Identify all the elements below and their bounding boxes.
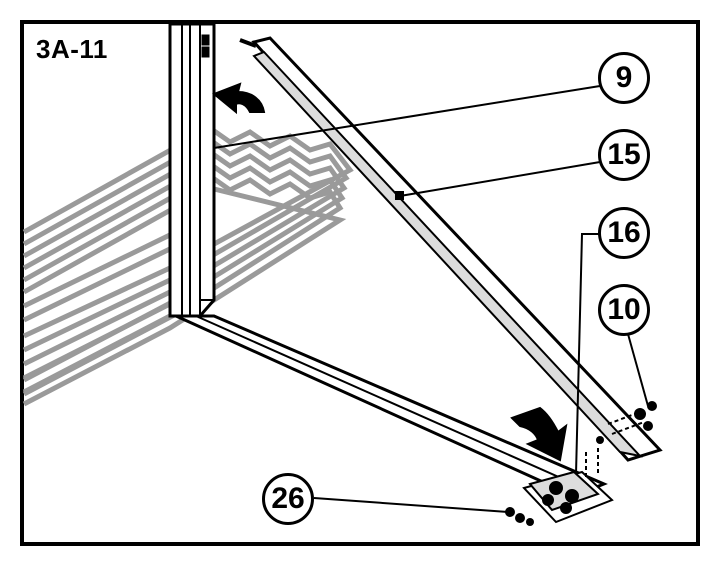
bottom-rail bbox=[175, 314, 608, 498]
callout-part-10: 10 bbox=[598, 284, 650, 336]
diagonal-brace bbox=[239, 36, 663, 462]
callout-part-15: 15 bbox=[598, 129, 650, 181]
base-bracket bbox=[522, 411, 645, 524]
step-number: 3A-11 bbox=[36, 34, 108, 64]
callout-part-26: 26 bbox=[262, 473, 314, 525]
hardware-26 bbox=[505, 507, 534, 526]
diagram-frame bbox=[20, 20, 700, 546]
corner-post bbox=[168, 22, 216, 318]
leader-lines bbox=[213, 85, 649, 513]
move-arrow-top bbox=[212, 82, 266, 115]
callout-part-16: 16 bbox=[598, 207, 650, 259]
callout-part-9: 9 bbox=[598, 52, 650, 104]
wall-panel bbox=[22, 125, 354, 407]
move-arrow-bottom bbox=[510, 406, 568, 462]
hardware-10 bbox=[596, 401, 657, 444]
